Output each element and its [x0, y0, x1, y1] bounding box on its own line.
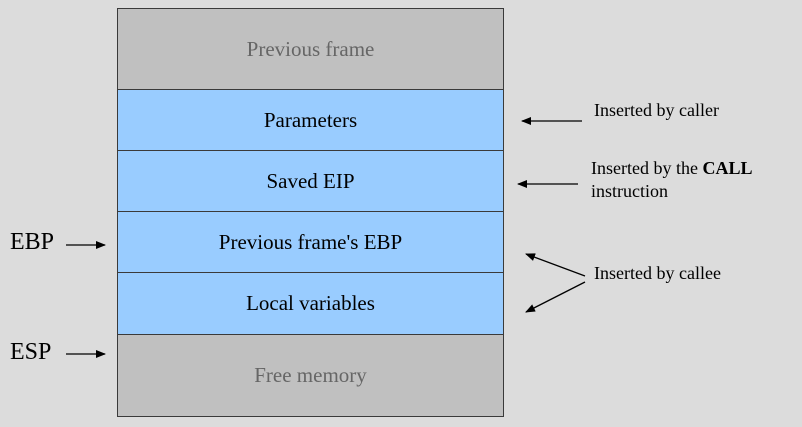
- stack-column: Previous frame Parameters Saved EIP Prev…: [117, 8, 504, 417]
- stack-block-label: Local variables: [246, 291, 375, 315]
- stack-block-local-variables: Local variables: [118, 273, 503, 335]
- annotation-call-suffix: instruction: [591, 181, 668, 201]
- register-ebp-label: EBP: [10, 229, 55, 255]
- callee-arrow-upper: [525, 253, 586, 277]
- register-esp-label: ESP: [10, 339, 52, 365]
- stack-block-label: Previous frame: [246, 36, 375, 61]
- annotation-call-prefix: Inserted by the: [591, 158, 703, 178]
- stack-block-free-memory: Free memory: [118, 335, 503, 416]
- annotation-caller: Inserted by caller: [594, 100, 719, 120]
- callee-arrow-lower: [525, 281, 586, 313]
- annotation-callee: Inserted by callee: [594, 263, 721, 283]
- annotation-call: Inserted by the CALL instruction: [591, 157, 752, 203]
- stack-block-label: Saved EIP: [266, 168, 355, 193]
- stack-block-parameters: Parameters: [118, 90, 503, 151]
- stack-block-label: Free memory: [254, 363, 367, 387]
- stack-block-label: Parameters: [263, 107, 358, 132]
- stack-block-saved-eip: Saved EIP: [118, 151, 503, 212]
- stack-block-previous-ebp: Previous frame's EBP: [118, 212, 503, 273]
- stack-block-label: Previous frame's EBP: [218, 229, 403, 254]
- annotation-call-keyword: CALL: [702, 158, 753, 178]
- stack-block-previous-frame: Previous frame: [118, 9, 503, 90]
